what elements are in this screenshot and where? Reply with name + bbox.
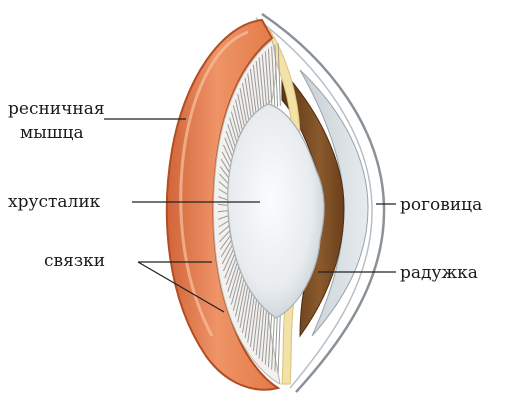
label-ciliary-muscle-line2: мышца <box>20 122 84 144</box>
label-cornea: роговица <box>400 194 482 216</box>
label-lens: хрусталик <box>8 191 100 213</box>
ligament-fiber <box>278 310 280 373</box>
label-ciliary-muscle-line1: ресничная <box>8 98 105 120</box>
label-iris: радужка <box>400 262 478 284</box>
label-ligaments: связки <box>44 250 105 272</box>
